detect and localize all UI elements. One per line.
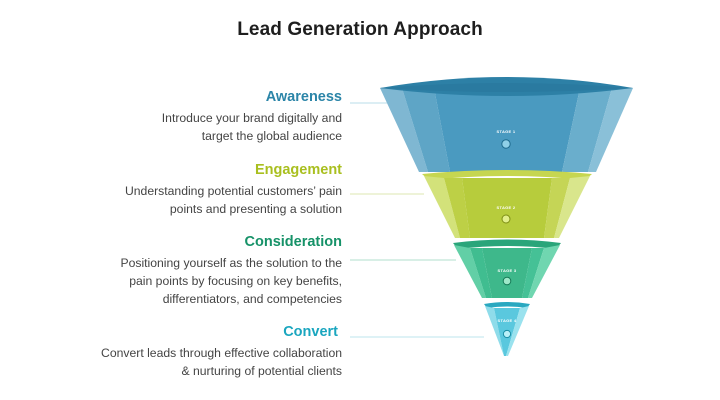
stage-label: STAGE 4 bbox=[498, 318, 517, 323]
stage-label: STAGE 2 bbox=[497, 205, 516, 210]
stage-marker bbox=[502, 215, 510, 223]
stage-label: STAGE 3 bbox=[498, 268, 517, 273]
stage-marker bbox=[503, 277, 511, 285]
funnel-stage-2: STAGE 2 bbox=[422, 170, 592, 238]
stage-marker bbox=[502, 140, 510, 148]
stage-marker bbox=[503, 330, 510, 337]
funnel-stage-3: STAGE 3 bbox=[453, 240, 561, 299]
funnel-stage-4: STAGE 4 bbox=[484, 302, 530, 356]
stage-label: STAGE 1 bbox=[497, 129, 516, 134]
funnel-stage-1: STAGE 1 bbox=[380, 77, 633, 172]
